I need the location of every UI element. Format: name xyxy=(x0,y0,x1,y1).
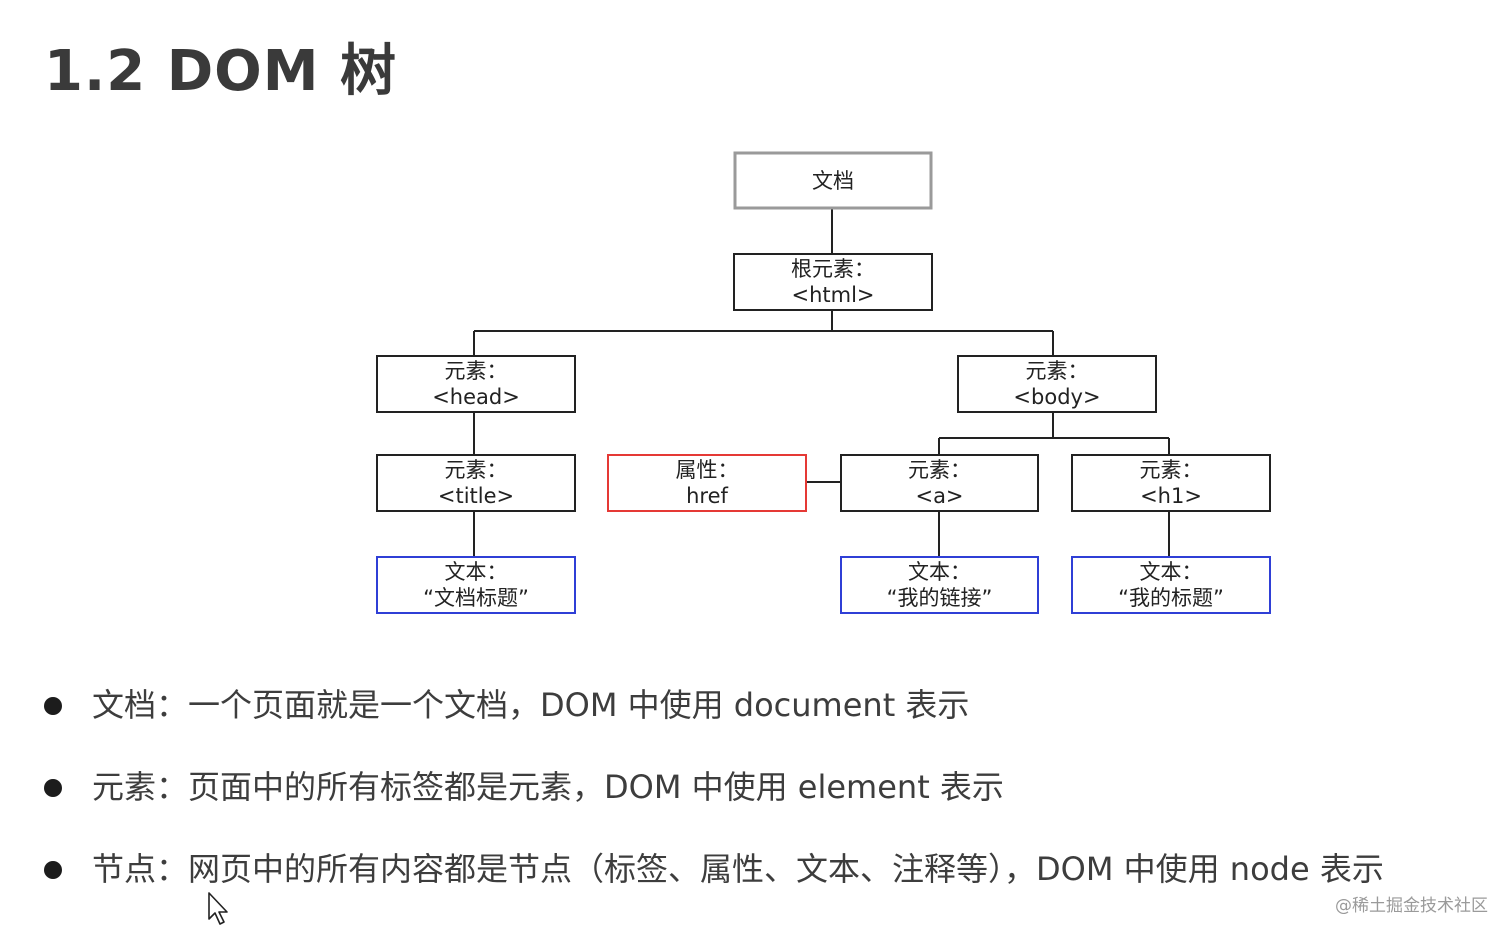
tree-connectors xyxy=(473,208,1170,557)
node-title-line2: <title> xyxy=(437,484,515,508)
node-attr-href-line1: 属性： xyxy=(675,458,739,482)
node-document-line1: 文档 xyxy=(812,169,854,193)
node-text-a: 文本： “我的链接” xyxy=(841,559,1038,611)
mouse-pointer-icon xyxy=(208,892,228,925)
node-text-title-line1: 文本： xyxy=(444,560,508,584)
node-body: 元素： <body> xyxy=(958,358,1156,410)
node-document: 文档 xyxy=(735,168,931,194)
node-text-h1-line1: 文本： xyxy=(1139,560,1203,584)
node-a-line1: 元素： xyxy=(908,458,971,482)
node-h1-box xyxy=(1071,454,1271,512)
node-document-box xyxy=(733,151,933,210)
bullet-text: 文档：一个页面就是一个文档，DOM 中使用 document 表示 xyxy=(92,686,970,724)
node-html: 根元素： <html> xyxy=(734,256,932,308)
node-text-title: 文本： “文档标题” xyxy=(377,559,575,611)
node-head: 元素： <head> xyxy=(377,358,575,410)
bullet-dot-icon xyxy=(44,861,62,879)
node-text-a-line2: “我的链接” xyxy=(886,586,993,610)
node-text-a-box xyxy=(840,556,1039,614)
bullet-dot-icon xyxy=(44,779,62,797)
node-text-a-line1: 文本： xyxy=(908,560,971,584)
node-body-box xyxy=(957,355,1157,413)
node-head-box xyxy=(376,355,576,413)
page-title: 1.2 DOM 树 xyxy=(44,39,398,104)
node-text-title-line2: “文档标题” xyxy=(423,586,529,610)
node-html-line1: 根元素： xyxy=(791,257,875,281)
node-a-box xyxy=(840,454,1039,512)
node-attr-href-box xyxy=(607,454,807,512)
watermark: @稀土掘金技术社区 xyxy=(1335,896,1488,916)
node-head-line2: <head> xyxy=(432,385,520,409)
bullet-text: 元素：页面中的所有标签都是元素，DOM 中使用 element 表示 xyxy=(92,768,1004,806)
node-h1: 元素： <h1> xyxy=(1072,457,1270,509)
node-body-line2: <body> xyxy=(1013,385,1101,409)
bullet-text: 节点：网页中的所有内容都是节点（标签、属性、文本、注释等），DOM 中使用 no… xyxy=(92,850,1384,888)
node-body-line1: 元素： xyxy=(1025,359,1089,383)
node-title-box xyxy=(376,454,576,512)
node-head-line1: 元素： xyxy=(444,359,508,383)
node-text-h1-box xyxy=(1071,556,1271,614)
node-text-h1-line2: “我的标题” xyxy=(1118,586,1224,610)
node-h1-line1: 元素： xyxy=(1139,458,1203,482)
tree-nodes xyxy=(376,151,1271,614)
node-a-line2: <a> xyxy=(915,484,964,508)
node-html-box xyxy=(733,253,933,311)
node-text-h1: 文本： “我的标题” xyxy=(1072,559,1270,611)
bullet-dot-icon xyxy=(44,697,62,715)
node-title-line1: 元素： xyxy=(444,458,508,482)
node-attr-href: 属性： href xyxy=(608,457,806,509)
node-a: 元素： <a> xyxy=(841,457,1038,509)
node-h1-line2: <h1> xyxy=(1140,484,1202,508)
node-title: 元素： <title> xyxy=(377,457,575,509)
node-attr-href-line2: href xyxy=(686,484,728,508)
node-text-title-box xyxy=(376,556,576,614)
node-html-line2: <html> xyxy=(791,283,875,307)
